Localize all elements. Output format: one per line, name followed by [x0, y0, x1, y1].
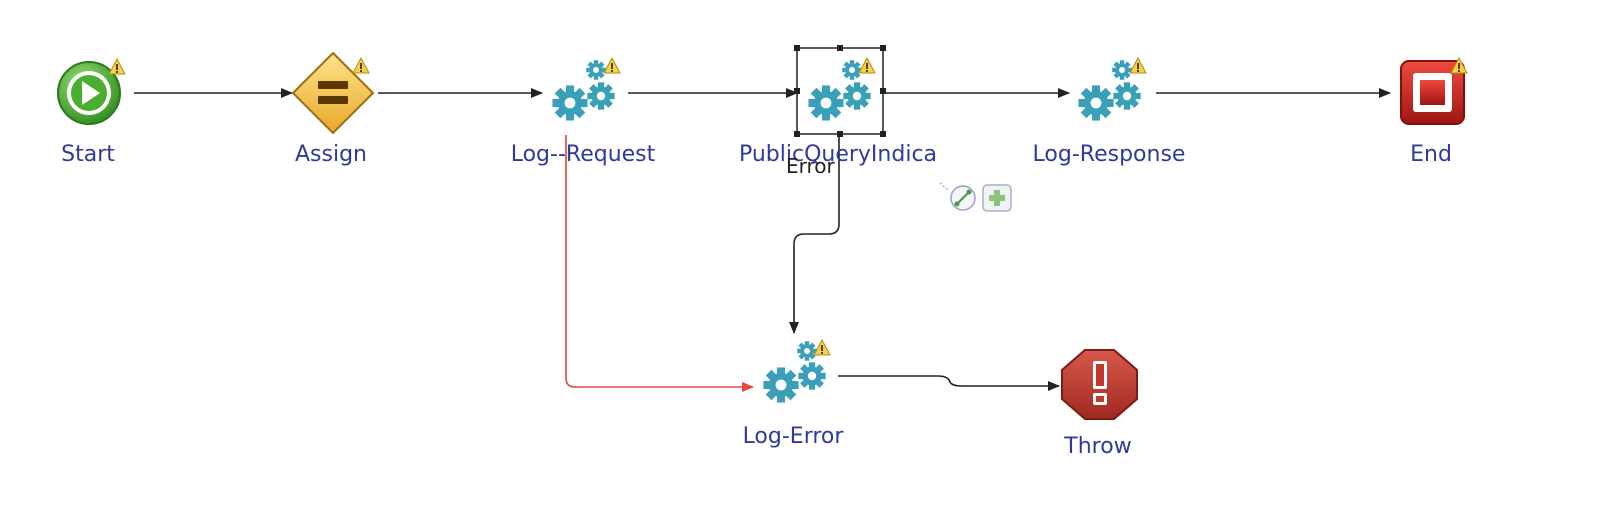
edges	[134, 88, 1391, 392]
throw-label: Throw	[1063, 434, 1131, 459]
error-edge-label: Error	[786, 154, 836, 178]
exclamation-icon	[1093, 361, 1107, 405]
warning-icon	[352, 57, 370, 74]
warning-icon	[1129, 57, 1147, 74]
log-request-label: Log--Request	[511, 142, 656, 167]
throw-node[interactable]: Throw	[1061, 349, 1138, 459]
log-response-label: Log-Response	[1033, 142, 1186, 167]
start-label: Start	[61, 142, 115, 167]
edge-public-query-log-error[interactable]	[789, 137, 840, 334]
gears-icon	[552, 60, 615, 121]
public-query-node[interactable]: PublicQueryIndica	[739, 45, 937, 167]
edge-log-error-throw[interactable]	[838, 375, 1060, 391]
warning-icon	[813, 339, 831, 356]
edge-log-request-log-error[interactable]	[565, 135, 754, 392]
assign-node[interactable]: Assign	[291, 51, 375, 167]
play-icon	[82, 81, 100, 105]
end-label: End	[1410, 142, 1452, 167]
warning-icon	[108, 58, 126, 75]
warning-icon	[603, 57, 621, 74]
log-error-node[interactable]: Log-Error	[743, 339, 845, 449]
connect-icon[interactable]	[950, 185, 976, 211]
add-icon[interactable]	[982, 184, 1012, 212]
log-request-node[interactable]: Log--Request	[511, 57, 656, 167]
selection-box	[794, 45, 886, 137]
edge-tools	[939, 182, 1012, 212]
log-response-node[interactable]: Log-Response	[1033, 57, 1186, 167]
gears-icon	[1078, 60, 1141, 121]
log-error-label: Log-Error	[743, 424, 845, 449]
end-node[interactable]: End	[1400, 57, 1468, 167]
equals-icon	[318, 81, 348, 104]
public-query-label: PublicQueryIndica	[739, 142, 937, 167]
warning-icon	[858, 57, 876, 74]
start-node[interactable]: Start	[57, 58, 126, 167]
assign-label: Assign	[295, 142, 367, 167]
